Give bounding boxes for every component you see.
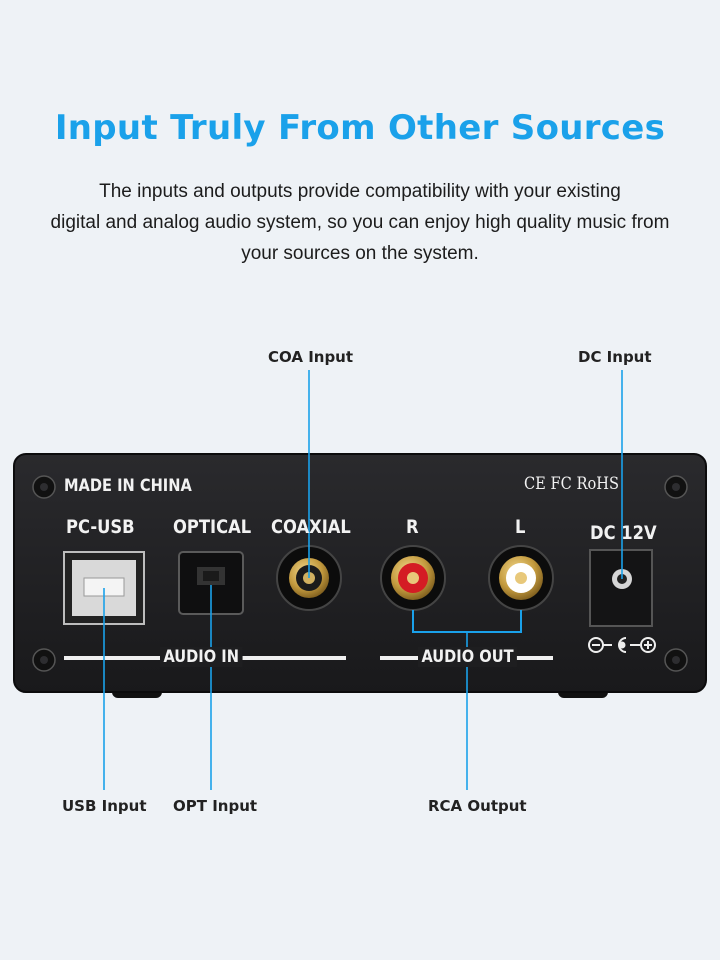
dc-label: DC 12V bbox=[590, 522, 657, 544]
rca-left-jack bbox=[488, 545, 554, 611]
subtitle-line-2: digital and analog audio system, so you … bbox=[50, 212, 670, 233]
rca-right-jack bbox=[380, 545, 446, 611]
dc-jack bbox=[589, 549, 653, 627]
rca-output-callout: RCA Output bbox=[428, 797, 527, 815]
rca-left-label: L bbox=[515, 516, 526, 538]
opt-input-callout: OPT Input bbox=[173, 797, 258, 815]
made-in-label: MADE IN CHINA bbox=[64, 476, 192, 496]
pc-usb-label: PC-USB bbox=[66, 516, 135, 538]
certification-marks: CE FC RoHS bbox=[524, 474, 620, 494]
subtitle: The inputs and outputs provide compatibi… bbox=[10, 176, 710, 269]
screw-icon bbox=[664, 648, 688, 672]
subtitle-line-1: The inputs and outputs provide compatibi… bbox=[99, 181, 621, 202]
chassis bbox=[13, 453, 707, 693]
screw-icon bbox=[32, 648, 56, 672]
rca-right-label: R bbox=[406, 516, 419, 538]
audio-out-label: AUDIO OUT bbox=[418, 647, 517, 667]
coaxial-label: COAXIAL bbox=[271, 516, 351, 538]
polarity-icon bbox=[588, 637, 656, 653]
screw-icon bbox=[32, 475, 56, 499]
headline: Input Truly From Other Sources bbox=[54, 108, 666, 148]
dc-input-callout: DC Input bbox=[578, 348, 652, 366]
coa-input-callout: COA Input bbox=[268, 348, 354, 366]
optical-label: OPTICAL bbox=[173, 516, 252, 538]
subtitle-line-3: your sources on the system. bbox=[241, 243, 479, 264]
usb-input-callout: USB Input bbox=[62, 797, 147, 815]
audio-in-label: AUDIO IN bbox=[160, 647, 243, 667]
screw-icon bbox=[664, 475, 688, 499]
